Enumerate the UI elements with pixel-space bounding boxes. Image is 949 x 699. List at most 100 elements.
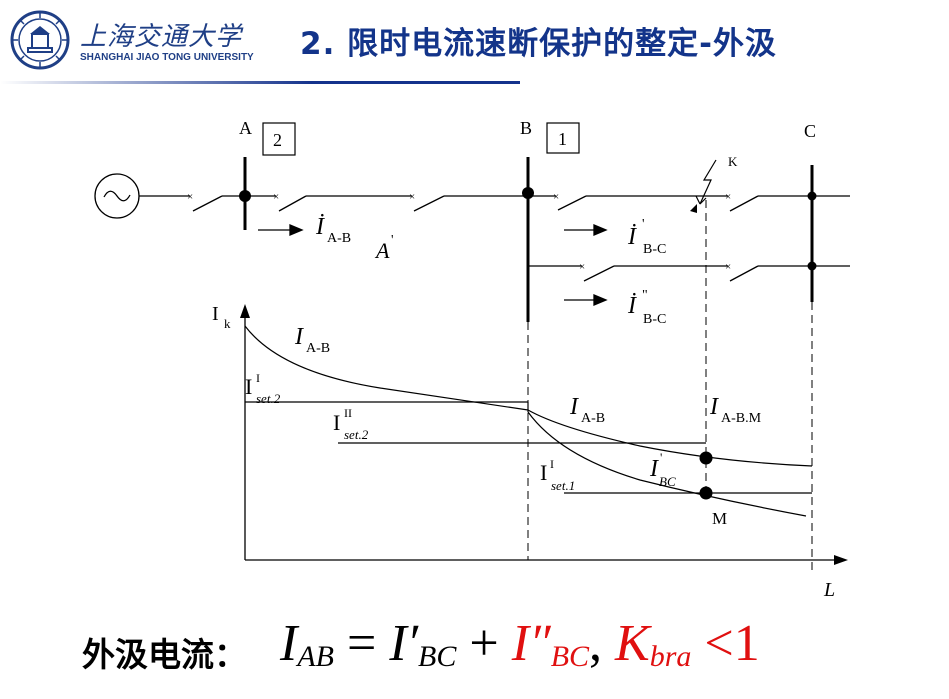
svg-text:A: A [374,238,390,263]
x-axis-arrow-icon [834,555,848,565]
sjtu-seal-icon [10,10,70,70]
formula-lhs-var: I [280,615,298,672]
formula-comma: , [589,615,603,672]
breaker-2 [278,195,307,212]
label-point-m: M [712,509,727,528]
svg-text:B-C: B-C [643,242,666,257]
generator-sine-icon [103,190,131,202]
breaker-source [192,195,223,212]
curve-iab-left [244,325,529,411]
svg-text:I: I [550,457,554,471]
svg-text:': ' [642,217,645,232]
svg-text:set.2: set.2 [344,427,369,442]
page-title: 2. 限时电流速断保护的整定-外汲 [300,26,778,62]
label-set1-i: I I set.1 [540,457,575,493]
label-ibc2: İ " B-C [627,288,666,327]
bus-c-node-1 [807,191,817,201]
x-axis-label: L [823,579,835,601]
x-mark: × [273,191,279,203]
x-mark: × [725,191,731,203]
svg-text:I: I [649,456,659,482]
arrowhead-ibc2-icon [593,294,608,306]
relay-2-box [262,122,296,156]
svg-text:I: I [333,410,340,435]
breaker-bc2 [583,265,615,282]
formula-t1-sub: BC [418,640,457,673]
relay-1-label: 1 [558,129,567,149]
formula-t2-var: I [511,615,530,672]
svg-text:I: I [245,374,252,399]
point-abm-marker [699,451,713,465]
relay-2-label: 2 [273,130,282,150]
svg-text:I: I [256,371,260,385]
relay-1-box [546,122,580,154]
label-set2-i: I I set.2 [245,371,281,406]
svg-text:k: k [224,316,231,331]
svg-text:A-B.M: A-B.M [721,411,762,426]
fault-lightning-icon [699,159,717,205]
breaker-bc2-end [729,265,759,282]
svg-text:BC: BC [659,474,676,489]
curve-iab-right [527,409,813,467]
svg-text:set.1: set.1 [551,478,575,493]
svg-text:I: I [294,324,304,350]
bus-c-label: C [804,121,816,141]
arrowhead-iab-icon [289,224,304,236]
formula-plus: + [469,615,499,672]
formula-t1-var: I [389,615,407,672]
label-ibc1: İ ' B-C [627,217,666,257]
label-iab-right: I A-B [569,394,605,426]
svg-text:B-C: B-C [643,312,666,327]
bus-a-node [239,190,251,202]
label-set2-ii: I II set.2 [333,406,369,442]
svg-text:İ: İ [627,293,637,319]
formula-k-sub: bra [649,640,692,673]
fault-label: K [728,154,738,169]
svg-text:A-B: A-B [327,231,351,246]
formula-k-var: K [615,615,650,672]
y-axis-arrow-icon [240,304,250,318]
bus-b-label: B [520,118,532,138]
formula: 外汲电流： IAB = I′BC + I″BC, Kbra <1 [82,614,942,684]
y-axis-label: I k [212,303,231,331]
fault-arrowhead-icon [690,204,697,213]
svg-text:I: I [540,460,547,485]
university-logo: 上海交通大学 SHANGHAI JIAO TONG UNIVERSITY [10,10,254,70]
svg-text:set.2: set.2 [256,391,281,406]
label-iab: İ A-B [315,214,351,246]
svg-text:A-B: A-B [306,341,330,356]
label-iab-top: I A-B [294,324,330,356]
formula-eq: = [346,615,377,672]
university-name-cn: 上海交通大学 [80,22,243,52]
x-mark: × [579,261,585,273]
bus-a-label: A [239,118,252,138]
breaker-1 [557,195,587,211]
formula-equation: IAB = I′BC + I″BC, Kbra <1 [280,614,760,673]
formula-label: 外汲电流： [82,635,247,674]
curve-ibc [527,411,807,517]
svg-text:İ: İ [627,224,637,250]
formula-lhs-sub: AB [297,640,334,673]
x-mark: × [409,191,415,203]
x-mark: × [725,261,731,273]
label-ibc-prime: I ' BC [649,450,676,489]
formula-rhs: 1 [733,615,760,672]
svg-text:': ' [391,233,394,248]
title-underline [0,81,520,84]
svg-text:II: II [344,406,352,420]
fault-arrow-icon [695,195,707,205]
formula-t2-sub: BC [550,640,590,673]
x-mark: × [553,191,559,203]
svg-text:": " [642,288,648,303]
point-m-marker [699,486,713,500]
svg-text:': ' [660,450,662,465]
breaker-bc1-end [729,195,759,212]
formula-t1-prime: ′ [406,615,419,672]
bus-b-node [522,187,534,199]
formula-lt: < [704,615,734,672]
label-iabm: I A-B.M [709,394,762,426]
header: 上海交通大学 SHANGHAI JIAO TONG UNIVERSITY 2. … [0,0,949,90]
arrowhead-ibc1-icon [593,224,608,236]
svg-text:I: I [212,303,219,325]
